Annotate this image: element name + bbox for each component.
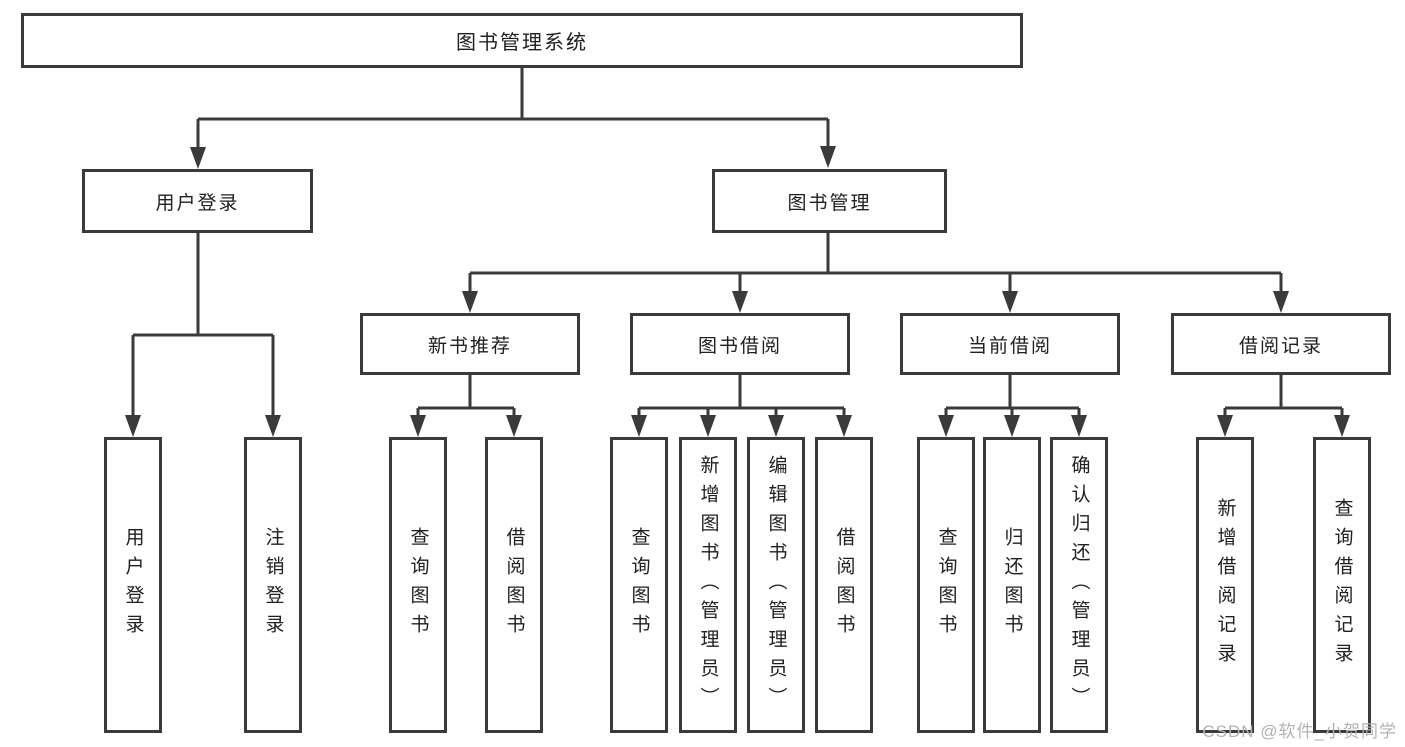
leaf-label: 借阅图书	[503, 527, 525, 643]
leaf-records-query-borrow-record: 查询借阅记录	[1313, 437, 1371, 733]
leaf-borrowing-edit-books-admin: 编辑图书（管理员）	[747, 437, 805, 733]
leaf-label: 编辑图书（管理员）	[765, 454, 787, 716]
leaf-current-query-books: 查询图书	[917, 437, 975, 733]
leaf-label: 查询图书	[407, 527, 429, 643]
leaf-label: 借阅图书	[833, 527, 855, 643]
node-book-management: 图书管理	[712, 169, 947, 233]
node-new-book-recommendation: 新书推荐	[360, 313, 580, 375]
leaf-borrowing-add-books-admin: 新增图书（管理员）	[679, 437, 737, 733]
node-book-borrowing: 图书借阅	[630, 313, 850, 375]
leaf-borrowing-borrow-books: 借阅图书	[815, 437, 873, 733]
leaf-label: 新增借阅记录	[1214, 498, 1236, 672]
leaf-user-login: 用户登录	[104, 437, 162, 733]
arrowhead-icon	[125, 146, 1350, 437]
leaf-label: 用户登录	[122, 527, 144, 643]
leaf-label: 注销登录	[262, 527, 284, 643]
leaf-current-confirm-return-admin: 确认归还（管理员）	[1050, 437, 1108, 733]
node-borrowing-records: 借阅记录	[1171, 313, 1391, 375]
leaf-label: 新增图书（管理员）	[697, 454, 719, 716]
leaf-newbook-borrow-books: 借阅图书	[485, 437, 543, 733]
leaf-current-return-books: 归还图书	[983, 437, 1041, 733]
node-library-management-system: 图书管理系统	[21, 13, 1023, 68]
arrow-stems	[131, 119, 1344, 419]
watermark: CSDN @软件_小贺同学	[1202, 722, 1397, 741]
leaf-label: 查询图书	[935, 527, 957, 643]
node-user-login: 用户登录	[82, 169, 313, 233]
leaf-logout-login: 注销登录	[244, 437, 302, 733]
branch-lines	[133, 68, 1342, 410]
leaf-label: 归还图书	[1001, 527, 1023, 643]
leaf-records-add-borrow-record: 新增借阅记录	[1196, 437, 1254, 733]
leaf-label: 查询借阅记录	[1331, 498, 1353, 672]
node-current-borrowing: 当前借阅	[900, 313, 1120, 375]
leaf-label: 查询图书	[628, 527, 650, 643]
leaf-newbook-query-books: 查询图书	[389, 437, 447, 733]
leaf-label: 确认归还（管理员）	[1068, 454, 1090, 716]
leaf-borrowing-query-books: 查询图书	[610, 437, 668, 733]
